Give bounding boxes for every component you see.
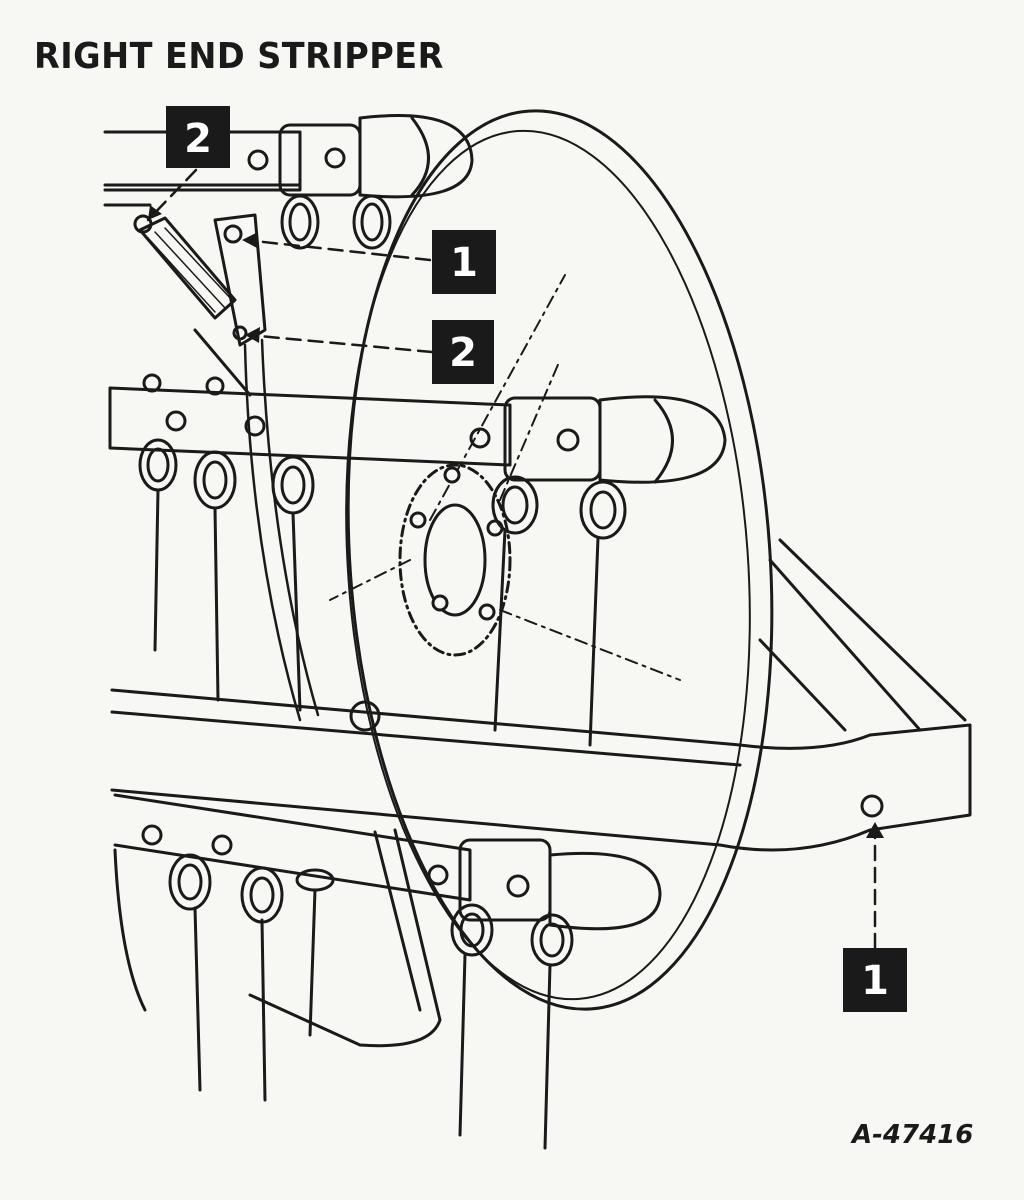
leader-lines — [146, 168, 877, 950]
stripper-strap — [243, 338, 320, 722]
callout-label: 2 — [449, 330, 477, 376]
reel-disc — [329, 109, 774, 1011]
callout-1-upper: 1 — [432, 230, 496, 294]
callout-label: 2 — [184, 116, 212, 162]
callout-2-middle: 2 — [432, 320, 494, 384]
callout-label: 1 — [861, 958, 889, 1004]
figure-number: A-47416 — [852, 1120, 974, 1150]
callout-2-top: 2 — [166, 106, 230, 168]
callout-1-lower: 1 — [843, 948, 907, 1012]
lower-tine-bar — [113, 793, 662, 1150]
diagram-title: RIGHT END STRIPPER — [34, 36, 444, 77]
frame-tube — [110, 538, 972, 852]
middle-tine-bar — [108, 373, 727, 747]
upper-tine-bar — [103, 114, 474, 250]
callout-label: 1 — [450, 240, 478, 286]
stripper-bracket — [103, 203, 267, 397]
arrowheads — [148, 205, 884, 838]
